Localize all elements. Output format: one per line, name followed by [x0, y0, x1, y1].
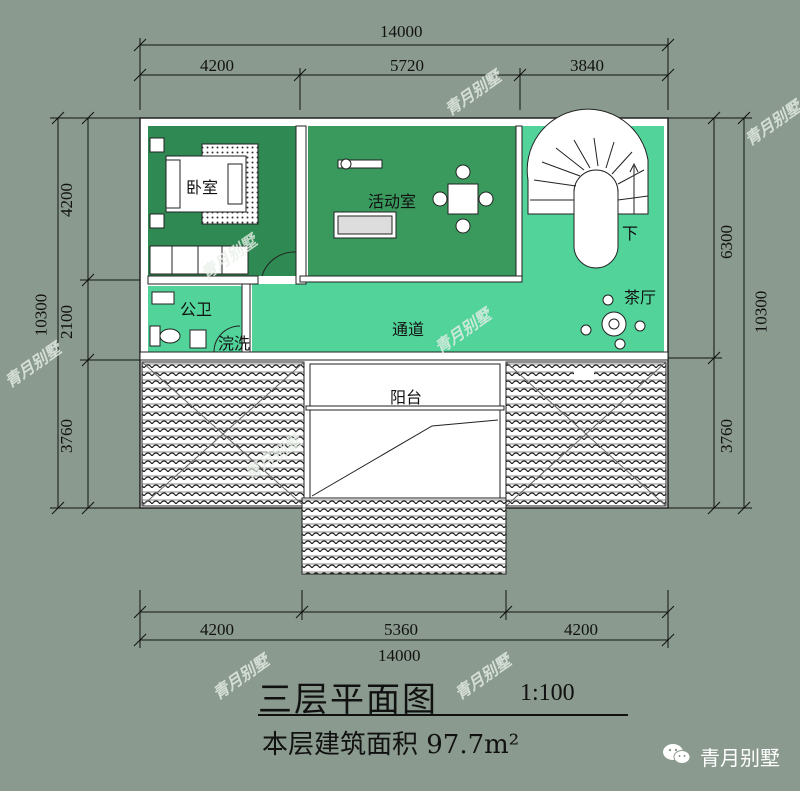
room-label-wash: 浣洗: [218, 334, 251, 353]
exercise-bench: [337, 158, 383, 170]
room-label-bedroom: 卧室: [186, 178, 219, 197]
right-dimensions: [668, 111, 752, 515]
dim-bottom-c: 4200: [564, 620, 598, 639]
dim-bottom-b: 5360: [384, 620, 418, 639]
dim-top-c: 3840: [570, 56, 604, 75]
dim-top-b: 5720: [390, 56, 424, 75]
brand-name: 青月别墅: [700, 746, 780, 770]
dim-left-total: 10300: [31, 293, 51, 337]
dim-left-b: 2100: [57, 305, 76, 339]
dim-right-total: 10300: [751, 290, 771, 334]
dim-top-a: 4200: [200, 56, 234, 75]
wechat-icon: [663, 744, 691, 764]
dim-right-b: 3760: [717, 419, 736, 453]
wardrobe: [149, 245, 249, 275]
game-table: [432, 164, 494, 234]
stairs-down-label: 下: [622, 224, 639, 243]
corridor-floor: [252, 216, 664, 352]
roof-tiles-bottom: [301, 497, 507, 575]
room-label-corridor: 通道: [392, 320, 425, 339]
dim-left-c: 3760: [57, 419, 76, 453]
dim-bottom-a: 4200: [200, 620, 234, 639]
spiral-stair: [526, 108, 649, 269]
left-dimensions: [50, 111, 140, 515]
toilet: [149, 325, 181, 347]
sink: [189, 329, 207, 349]
dim-top-total: 14000: [380, 22, 423, 41]
dim-bottom-total: 14000: [378, 646, 421, 665]
balcony-floor: [309, 363, 501, 499]
room-label-activity: 活动室: [368, 192, 417, 211]
floor-area: 本层建筑面积 97.7m²: [262, 730, 520, 760]
room-label-bathroom: 公卫: [180, 300, 213, 319]
title-underline: [258, 714, 628, 716]
bottom-dimensions: [133, 590, 675, 648]
tea-table: [580, 294, 646, 350]
shower-tray: [151, 291, 175, 305]
dim-left-a: 4200: [57, 183, 76, 217]
dim-right-a: 6300: [717, 225, 736, 259]
drawing-title: 三层平面图: [258, 680, 438, 720]
interior-walls: [139, 125, 669, 361]
drawing-scale: 1:100: [520, 680, 575, 706]
room-label-balcony: 阳台: [390, 388, 423, 407]
top-dimensions: [133, 38, 675, 110]
room-label-tea: 茶厅: [624, 288, 657, 307]
